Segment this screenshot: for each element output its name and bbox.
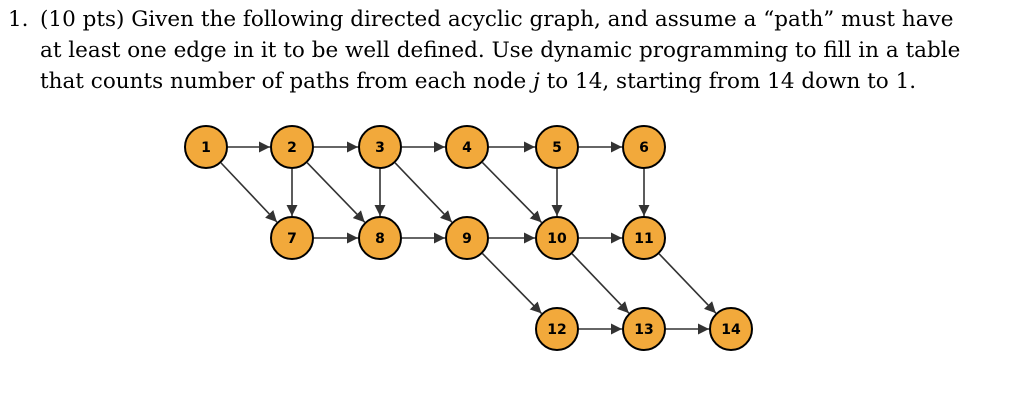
node-3: 3: [358, 125, 402, 169]
node-label: 4: [462, 140, 472, 156]
edge-11-14: [658, 253, 717, 314]
node-circle: [535, 307, 579, 351]
node-label: 14: [721, 322, 741, 338]
edge-4-10: [481, 162, 543, 223]
node-circle: [445, 216, 489, 260]
problem-text-line-1: (10 pts) Given the following directed ac…: [40, 7, 954, 32]
node-2: 2: [270, 125, 314, 169]
node-5: 5: [535, 125, 579, 169]
node-4: 4: [445, 125, 489, 169]
node-label: 1: [201, 140, 211, 156]
node-circle: [535, 125, 579, 169]
node-label: 9: [462, 231, 472, 247]
problem-text-line-3b: to 14, starting from 14 down to 1.: [539, 69, 917, 94]
node-circle: [270, 125, 314, 169]
problem-line-2: at least one edge in it to be well defin…: [40, 38, 961, 63]
node-label: 12: [547, 322, 566, 338]
node-label: 7: [287, 231, 297, 247]
edge-1-7: [220, 162, 278, 223]
node-label: 10: [547, 231, 567, 247]
node-circle: [358, 216, 402, 260]
problem-number: 1.: [8, 7, 29, 32]
node-circle: [445, 125, 489, 169]
node-14: 14: [709, 307, 753, 351]
node-1: 1: [184, 125, 228, 169]
node-circle: [184, 125, 228, 169]
node-label: 5: [552, 140, 562, 156]
node-circle: [535, 216, 579, 260]
variable-j: j: [533, 69, 540, 94]
problem-text-line-3a: that counts number of paths from each no…: [40, 69, 534, 94]
node-label: 13: [634, 322, 653, 338]
node-11: 11: [622, 216, 666, 260]
edge-10-13: [571, 253, 630, 314]
node-12: 12: [535, 307, 579, 351]
node-circle: [358, 125, 402, 169]
node-label: 6: [639, 140, 649, 156]
node-circle: [622, 125, 666, 169]
node-label: 2: [287, 140, 297, 156]
node-10: 10: [535, 216, 579, 260]
problem-statement: 1. (10 pts) Given the following directed …: [8, 4, 1018, 97]
edge-9-12: [481, 253, 543, 314]
edge-2-8: [306, 162, 366, 223]
node-circle: [622, 216, 666, 260]
edges-layer: [220, 141, 717, 335]
node-circle: [709, 307, 753, 351]
node-7: 7: [270, 216, 314, 260]
problem-line-3: that counts number of paths from each no…: [8, 66, 1018, 97]
node-6: 6: [622, 125, 666, 169]
node-label: 11: [634, 231, 653, 247]
node-circle: [270, 216, 314, 260]
node-8: 8: [358, 216, 402, 260]
node-label: 8: [375, 231, 385, 247]
node-circle: [622, 307, 666, 351]
problem-line-1: 1. (10 pts) Given the following directed …: [8, 4, 1018, 35]
node-label: 3: [375, 140, 385, 156]
node-9: 9: [445, 216, 489, 260]
node-13: 13: [622, 307, 666, 351]
edge-3-9: [394, 162, 453, 223]
